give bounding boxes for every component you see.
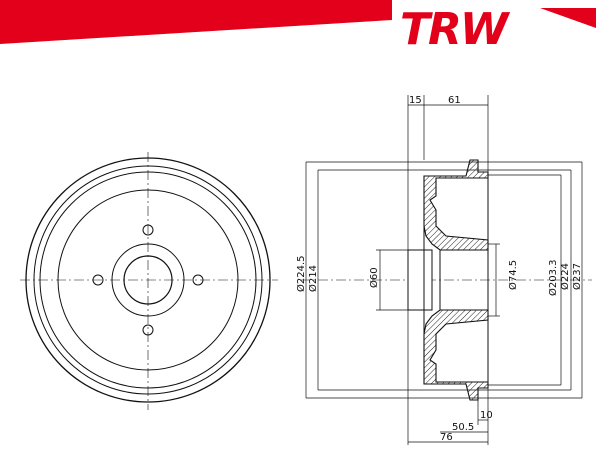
- dim-label-outer-1: Ø224.5: [295, 256, 307, 293]
- dim-label-top-right: 61: [448, 95, 461, 106]
- side-section-view: [300, 95, 592, 445]
- drum-rim-circle-1: [33, 165, 263, 395]
- drum-rim-circle-2: [39, 171, 257, 389]
- drum-section-lower: [423, 309, 489, 401]
- dim-label-right-3: Ø237: [571, 263, 583, 290]
- banner-corner: [540, 8, 596, 28]
- dimension-labels: 15 61 Ø224.5 Ø214 Ø60 Ø74.5 Ø203.3 Ø224 …: [295, 95, 583, 443]
- hub-bore-section: [407, 249, 433, 311]
- dim-label-bottom-small: 10: [480, 410, 493, 421]
- brand-banner: TRW: [0, 0, 596, 55]
- dim-label-bottom-total: 76: [440, 432, 453, 443]
- dim-label-top-left: 15: [409, 95, 422, 106]
- dim-label-right-2: Ø224: [559, 263, 571, 290]
- trw-logo: TRW: [400, 4, 511, 55]
- hub-circle: [111, 243, 185, 317]
- dim-label-hub: Ø74.5: [507, 260, 519, 290]
- bolt-hole-right: [192, 274, 204, 286]
- dim-label-bore: Ø60: [368, 267, 380, 288]
- bolt-hole-top: [142, 224, 154, 236]
- center-bore: [123, 255, 173, 305]
- bolt-hole-left: [92, 274, 104, 286]
- drum-inner-circle: [57, 189, 239, 371]
- bolt-hole-bottom: [142, 324, 154, 336]
- dim-label-outer-2: Ø214: [307, 265, 319, 292]
- front-view: [20, 152, 278, 410]
- dim-label-bottom-mid: 50.5: [452, 422, 474, 433]
- banner-stripe: [0, 0, 392, 44]
- drum-section-upper: [423, 159, 489, 251]
- drum-outer-circle: [25, 157, 271, 403]
- dim-label-right-1: Ø203.3: [547, 260, 559, 297]
